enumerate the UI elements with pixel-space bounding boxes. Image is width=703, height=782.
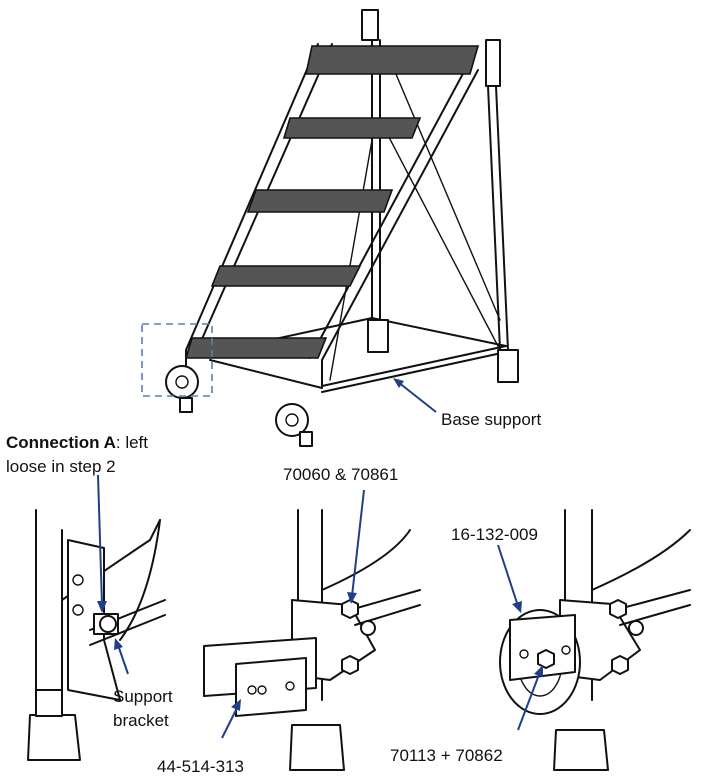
detail-2-base-plate bbox=[203, 509, 421, 771]
part-70060-label: 70060 & 70861 bbox=[283, 465, 398, 484]
part-44514-label: 44-514-313 bbox=[157, 757, 244, 776]
base-support-arrow bbox=[393, 378, 437, 413]
detail-1-support-bracket bbox=[27, 509, 166, 761]
support-bracket-arrow bbox=[114, 638, 129, 675]
part-44514-arrow bbox=[221, 699, 241, 739]
connection-a-arrow bbox=[97, 474, 107, 613]
part-70113-label: 70113 + 70862 bbox=[390, 746, 503, 765]
support-bracket-label-line1: Support bbox=[113, 687, 173, 706]
connection-a-note-line2: loose in step 2 bbox=[6, 457, 116, 476]
connection-a-note-line1: : left bbox=[116, 433, 148, 452]
connection-a-title: Connection A bbox=[6, 433, 116, 452]
part-70060-arrow bbox=[347, 489, 365, 604]
support-bracket-label-line2: bracket bbox=[113, 711, 169, 730]
part-16132-label: 16-132-009 bbox=[451, 525, 538, 544]
part-70113-arrow bbox=[517, 665, 543, 731]
connection-a-heading: Connection A: left bbox=[6, 433, 148, 452]
part-16132-arrow bbox=[497, 544, 522, 613]
base-support-label: Base support bbox=[441, 410, 541, 429]
rolling-ladder-illustration bbox=[165, 9, 519, 447]
detail-3-caster bbox=[499, 509, 691, 771]
